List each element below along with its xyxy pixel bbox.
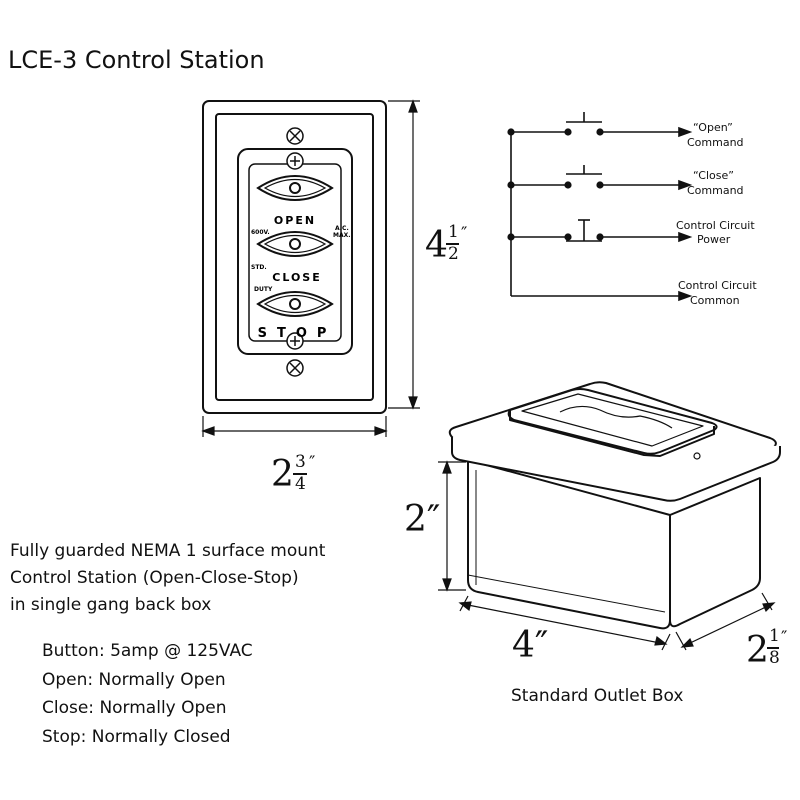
box-depth-whole: 2 <box>746 630 769 671</box>
box-depth-dimension-line <box>675 592 776 651</box>
close-command-label-line1: “Close” <box>693 169 734 182</box>
spec-stop-contact: Stop: Normally Closed <box>42 727 231 747</box>
height-whole: 4 <box>425 225 448 266</box>
box-side-face <box>669 477 761 628</box>
device-body <box>237 148 353 355</box>
wall-plate-inner <box>215 113 374 401</box>
device-screw-top <box>286 152 304 170</box>
spec-close-contact: Close: Normally Open <box>42 698 227 718</box>
box-length-dimension-line <box>458 595 671 651</box>
open-command-label-line1: “Open” <box>693 121 733 134</box>
spec-button-rating: Button: 5amp @ 125VAC <box>42 641 253 661</box>
max-text: MAX. <box>333 232 351 239</box>
width-dimension-line <box>201 416 388 437</box>
device-screw-bottom <box>286 332 304 350</box>
box-depth-denominator: 8 <box>769 648 780 668</box>
width-numerator: 3 <box>295 452 306 472</box>
stop-pushbutton <box>256 291 334 317</box>
wall-plate-outer <box>202 100 387 414</box>
page-title: LCE-3 Control Station <box>8 46 265 74</box>
width-fraction-bar <box>293 473 307 475</box>
box-depth-fraction-bar <box>767 647 779 649</box>
open-label: OPEN <box>274 214 316 227</box>
box-depth-inch-mark: ″ <box>781 628 788 648</box>
close-command-label-line2: Command <box>687 184 744 197</box>
height-denominator: 2 <box>448 244 459 264</box>
open-pushbutton <box>256 175 334 201</box>
outlet-box <box>448 381 781 630</box>
spec-open-contact: Open: Normally Open <box>42 670 226 690</box>
plate-screw-bottom <box>286 359 304 377</box>
box-height-dimension-label: 2″ <box>404 499 441 540</box>
rating-voltage-text: 600V. <box>251 229 270 236</box>
outlet-box-caption: Standard Outlet Box <box>511 686 684 706</box>
open-command-label-line2: Command <box>687 136 744 149</box>
box-height-dimension-line <box>438 460 466 592</box>
height-dimension-line <box>388 99 420 410</box>
width-inch-mark: ″ <box>309 453 316 473</box>
schematic <box>507 112 693 302</box>
description-line-2: Control Station (Open-Close-Stop) <box>10 568 299 588</box>
plate-screw-top <box>286 127 304 145</box>
rating-duty-text: DUTY <box>254 286 273 293</box>
close-pushbutton <box>256 231 334 257</box>
width-whole: 2 <box>271 454 294 495</box>
power-label-line2: Power <box>697 233 731 246</box>
close-label: CLOSE <box>272 271 321 284</box>
width-denominator: 4 <box>295 474 306 494</box>
height-numerator: 1 <box>448 222 459 242</box>
power-label-line1: Control Circuit <box>676 219 755 232</box>
description-line-3: in single gang back box <box>10 595 212 615</box>
common-label-line1: Control Circuit <box>678 279 757 292</box>
height-fraction-bar <box>446 243 459 245</box>
box-depth-numerator: 1 <box>769 626 780 646</box>
stop-label: STOP <box>258 326 337 341</box>
rating-std-text: STD. <box>251 264 267 271</box>
height-inch-mark: ″ <box>461 224 468 244</box>
box-length-dimension-label: 4″ <box>512 625 549 666</box>
ac-text: A.C. <box>335 225 349 232</box>
common-label-line2: Common <box>690 294 740 307</box>
description-line-1: Fully guarded NEMA 1 surface mount <box>10 541 326 561</box>
